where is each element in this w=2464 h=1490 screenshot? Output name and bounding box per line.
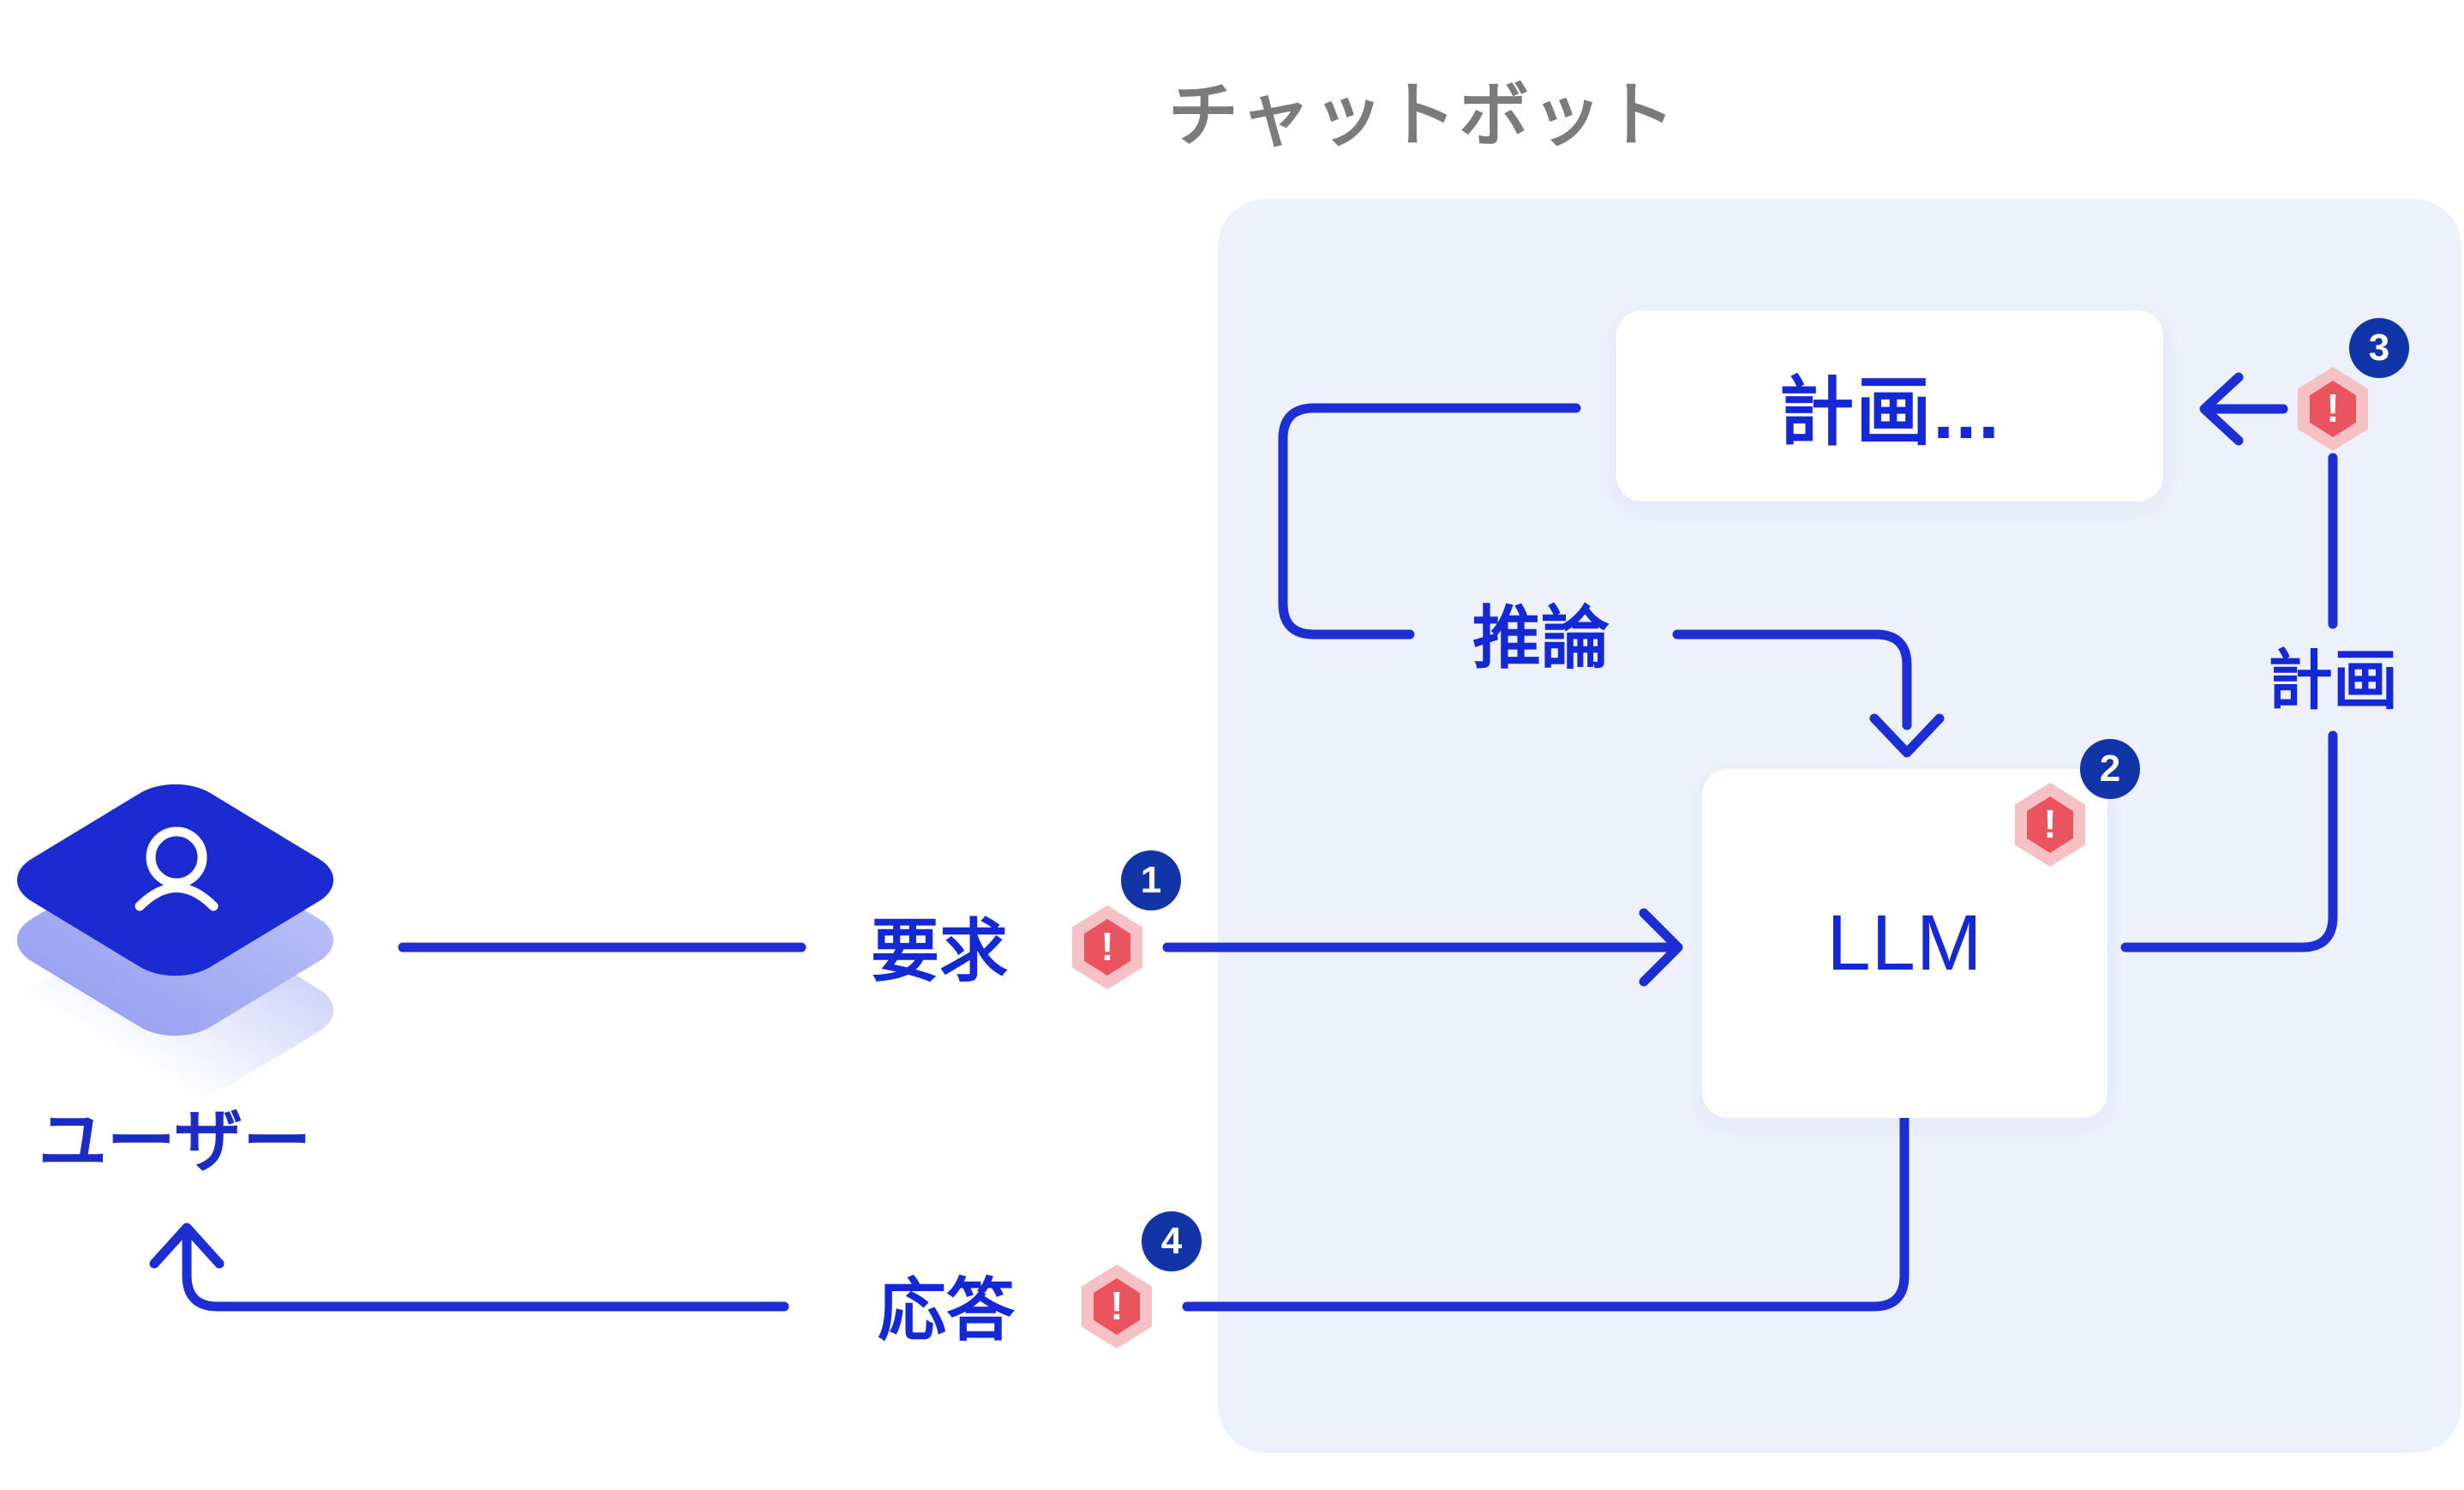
alert-glyph: ! (2043, 802, 2057, 846)
llm-node-label: LLM (1826, 899, 1983, 987)
plan-label: 計画 (2268, 645, 2398, 718)
reasoning-arrowhead-icon (1869, 713, 1945, 758)
warning-hexagon-4-inner: ! (1094, 1278, 1140, 1335)
response-arrowhead-icon (149, 1223, 225, 1269)
response-line-right (1182, 1113, 1909, 1312)
request-label: 要求 (871, 913, 1008, 989)
alert-glyph: ! (2326, 386, 2340, 430)
page-title: チャットボット (1167, 76, 1678, 155)
warning-hexagon-1-inner: ! (1084, 919, 1130, 976)
user-label: ユーザー (38, 1103, 312, 1180)
reasoning-loop-line (1278, 403, 1581, 640)
warning-hexagon-3-inner: ! (2310, 381, 2356, 437)
reasoning-label: 推論 (1472, 600, 1610, 676)
step-badge-4: 4 (1142, 1211, 1202, 1271)
warning-hexagon-2-inner: ! (2027, 796, 2073, 853)
plan-node-box: 計画... (1616, 310, 2163, 502)
alert-glyph: ! (1100, 924, 1114, 969)
plan-line-up (2120, 730, 2338, 952)
step-badge-2: 2 (2080, 739, 2140, 799)
request-arrowhead-icon (1639, 908, 1683, 987)
response-line-left (182, 1226, 789, 1312)
plan-arrowhead-icon (2199, 372, 2244, 446)
response-label: 応答 (878, 1272, 1015, 1349)
plan-node-label: 計画... (1778, 369, 2001, 454)
step-badge-1: 1 (1121, 850, 1181, 910)
person-icon (135, 826, 219, 911)
reasoning-line-right (1672, 629, 1912, 730)
alert-glyph: ! (1110, 1283, 1124, 1328)
step-badge-3: 3 (2349, 318, 2409, 378)
